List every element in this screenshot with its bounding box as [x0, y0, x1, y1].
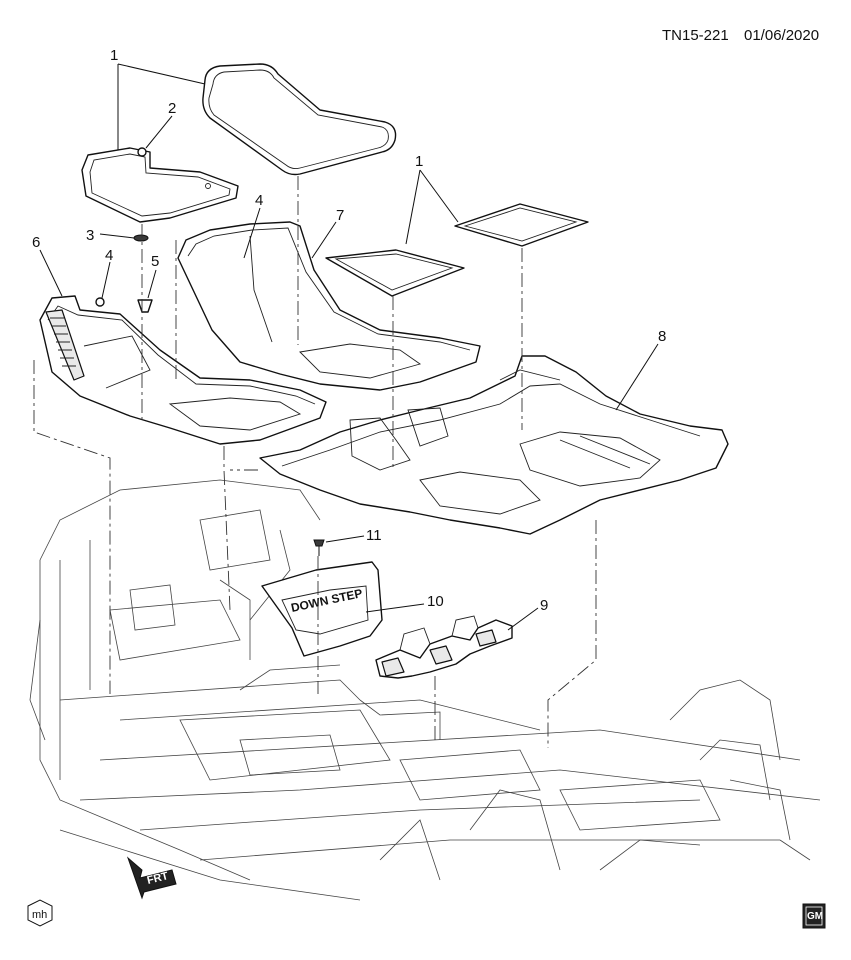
floor-mat-front-left[interactable] [81, 147, 239, 223]
callout-2: 2 [168, 100, 176, 117]
floor-mat-rear-center[interactable] [325, 249, 465, 297]
callout-9: 9 [540, 597, 548, 614]
callout-4: 4 [105, 247, 113, 264]
mh-logo-text: mh [32, 909, 47, 921]
carpet-front-right[interactable] [177, 221, 481, 391]
clip-icon [95, 297, 105, 307]
diagram-date: 01/06/2020 [744, 27, 819, 44]
callout-1b: 1 [415, 153, 423, 170]
floor-mat-front-right[interactable] [202, 63, 397, 176]
front-direction-arrow: FRT [126, 856, 177, 900]
retainer-icon [137, 299, 153, 313]
screw [313, 539, 325, 556]
callout-3: 3 [86, 227, 94, 244]
diagram-code: TN15-221 [662, 27, 729, 44]
carpet-front-left[interactable] [39, 295, 327, 445]
gm-logo: GM [802, 903, 826, 929]
retainer-clip-icon [137, 147, 147, 157]
grommet-icon [133, 234, 149, 242]
floor-bracket-assembly[interactable] [375, 615, 513, 679]
vehicle-body-structure [29, 479, 821, 901]
callout-1: 1 [110, 47, 118, 64]
callout-6: 6 [32, 234, 40, 251]
gm-logo-text: GM [807, 911, 823, 922]
step-pad[interactable]: DOWN STEP [261, 561, 383, 657]
callouts: 1 2 3 4 5 6 4 7 1 8 11 10 9 [32, 47, 666, 614]
projection-lines [33, 176, 597, 748]
floor-mat-rear-right[interactable] [454, 203, 589, 247]
callout-7: 7 [336, 207, 344, 224]
carpet-rear[interactable] [259, 355, 729, 535]
front-arrow-label: FRT [146, 870, 170, 887]
callout-8: 8 [658, 328, 666, 345]
mh-logo: mh [27, 899, 53, 927]
callout-10: 10 [427, 593, 444, 610]
callout-5: 5 [151, 253, 159, 270]
callout-11: 11 [366, 527, 382, 544]
callout-4b: 4 [255, 192, 263, 209]
leader-lines [39, 63, 659, 631]
